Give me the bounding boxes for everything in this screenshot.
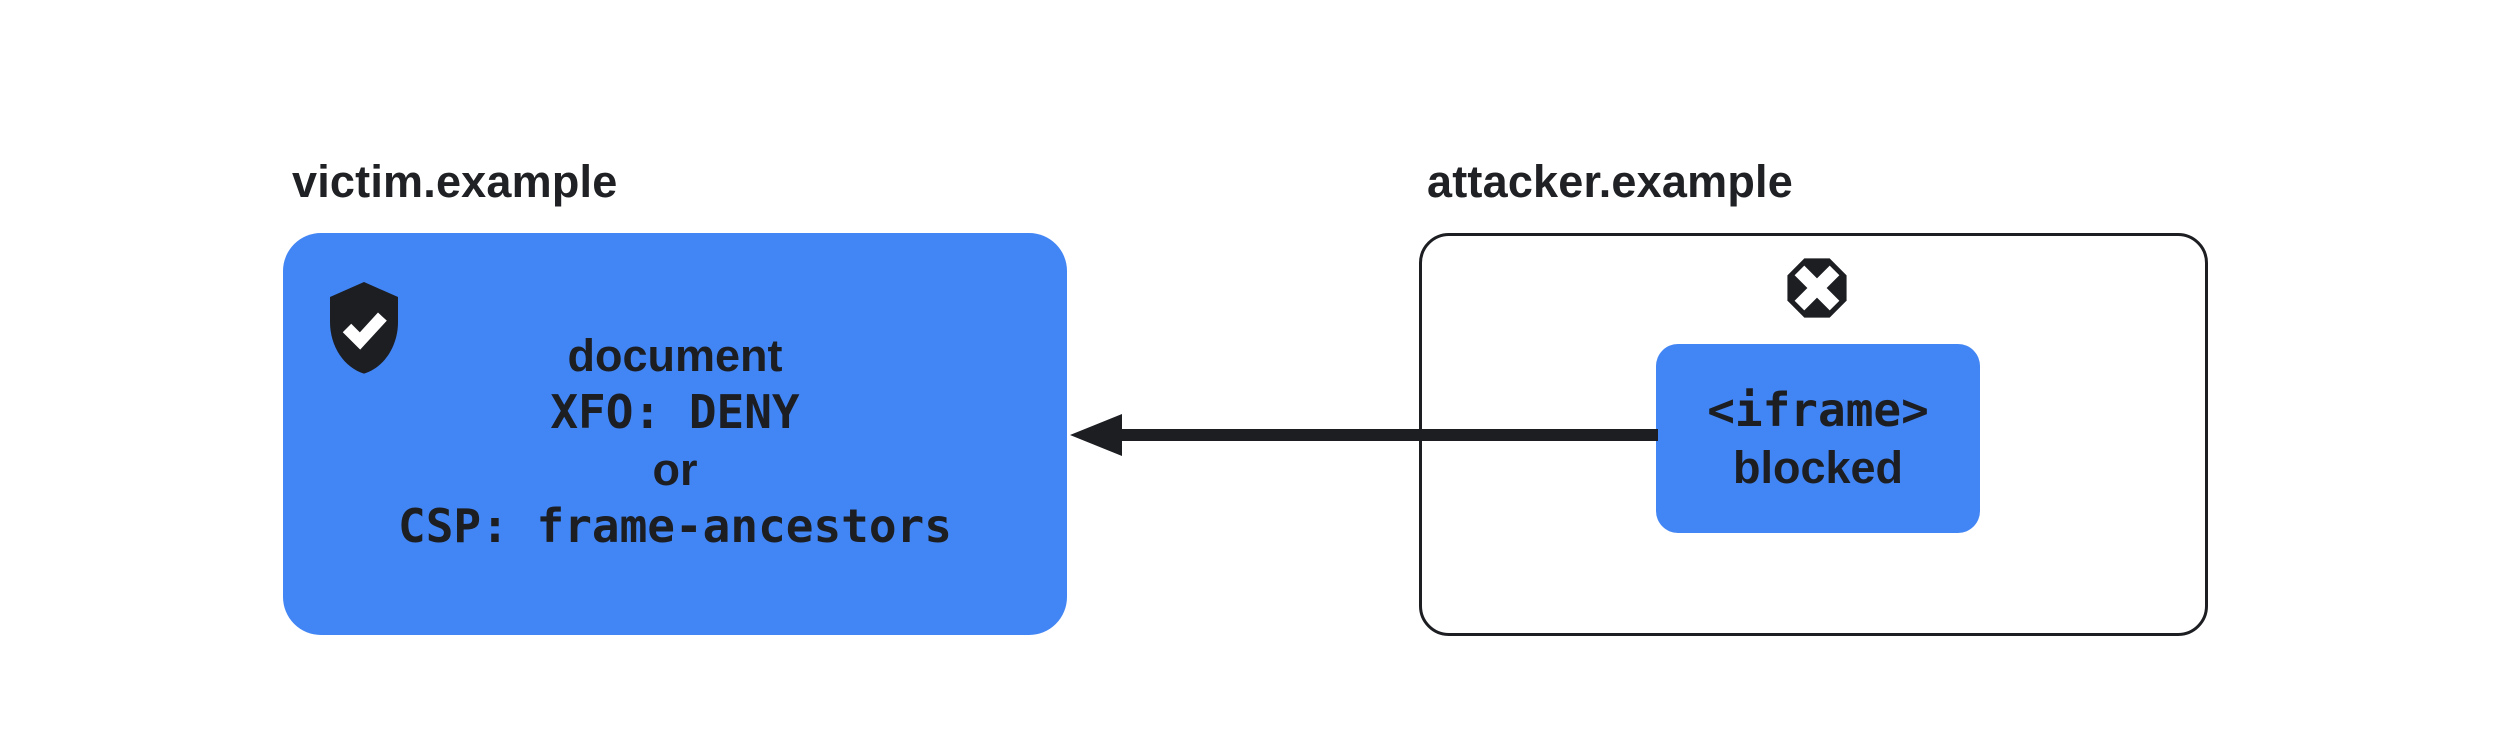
iframe-tag-text: <iframe> — [1707, 382, 1929, 437]
victim-domain-label: victim.example — [292, 156, 618, 207]
blocked-octagon-icon — [1787, 258, 1847, 318]
attacker-domain-label: attacker.example — [1427, 156, 1793, 207]
victim-protection-text: document XFO: DENY or CSP: frame-ancesto… — [398, 313, 952, 555]
attacker-page-box: <iframe> blocked — [1419, 233, 2208, 636]
victim-line-or: or — [652, 444, 698, 495]
victim-document-box: document XFO: DENY or CSP: frame-ancesto… — [283, 233, 1067, 635]
victim-line-xfo-deny: XFO: DENY — [550, 385, 800, 439]
iframe-text-block: <iframe> blocked — [1707, 381, 1929, 497]
iframe-blocked-text: blocked — [1732, 441, 1904, 493]
blocked-iframe-box: <iframe> blocked — [1656, 344, 1980, 533]
shield-check-icon — [330, 282, 398, 374]
victim-line-csp-frame-ancestors: CSP: frame-ancestors — [398, 499, 952, 553]
victim-line-document: document — [567, 330, 783, 381]
